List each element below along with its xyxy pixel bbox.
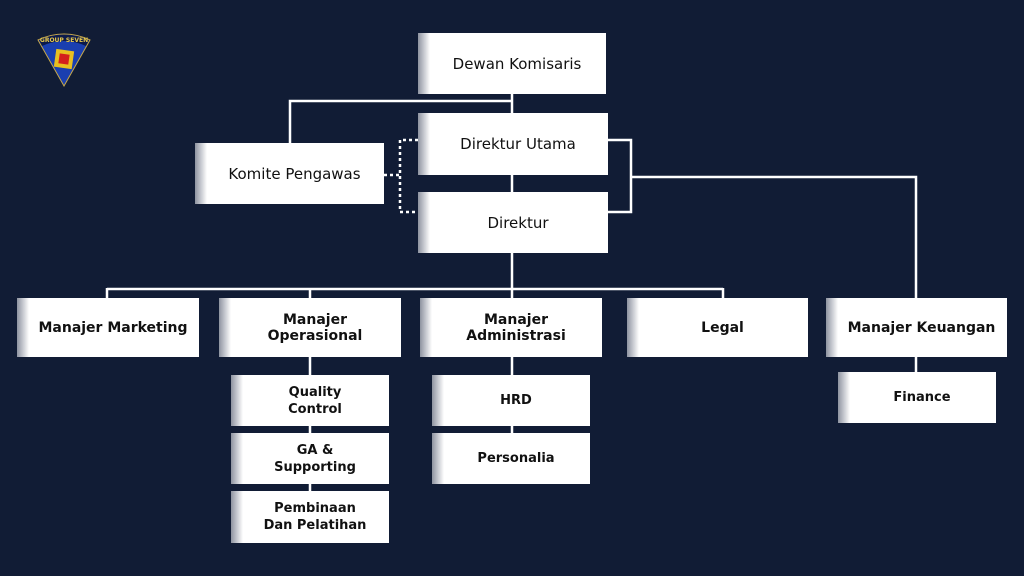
node-pembinaan-pelatihan: Pembinaan Dan Pelatihan (231, 491, 389, 543)
node-label: Finance (893, 390, 951, 405)
svg-text:GROUP SEVEN: GROUP SEVEN (40, 37, 88, 44)
node-manajer-keuangan: Manajer Keuangan (826, 298, 1007, 357)
node-manajer-administrasi: Manajer Administrasi (420, 298, 602, 357)
node-label: Manajer Keuangan (847, 319, 996, 336)
node-direktur-utama: Direktur Utama (418, 113, 608, 175)
node-direktur: Direktur (418, 192, 608, 253)
node-label: Personalia (477, 451, 555, 466)
node-hrd: HRD (432, 375, 590, 426)
node-label: GA & Supporting (274, 442, 356, 475)
node-dewan-komisaris: Dewan Komisaris (418, 33, 606, 94)
node-label: Manajer Marketing (38, 319, 188, 336)
node-label: Komite Pengawas (228, 164, 361, 183)
node-label: HRD (500, 393, 532, 408)
node-manajer-operasional: Manajer Operasional (219, 298, 401, 357)
node-personalia: Personalia (432, 433, 590, 484)
node-finance: Finance (838, 372, 996, 423)
node-label: Direktur Utama (460, 135, 576, 153)
node-ga-supporting: GA & Supporting (231, 433, 389, 484)
group-seven-logo: GROUP SEVEN (37, 33, 91, 88)
node-label: Dewan Komisaris (452, 54, 582, 73)
node-label: Quality Control (288, 384, 342, 417)
node-label: Legal (701, 319, 744, 336)
node-quality-control: Quality Control (231, 375, 389, 426)
node-komite-pengawas: Komite Pengawas (195, 143, 384, 204)
node-label: Direktur (487, 213, 549, 232)
node-label: Manajer Operasional (267, 311, 363, 344)
node-legal: Legal (627, 298, 808, 357)
node-label: Pembinaan Dan Pelatihan (263, 501, 367, 533)
node-manajer-marketing: Manajer Marketing (17, 298, 199, 357)
node-label: Manajer Administrasi (466, 311, 566, 344)
